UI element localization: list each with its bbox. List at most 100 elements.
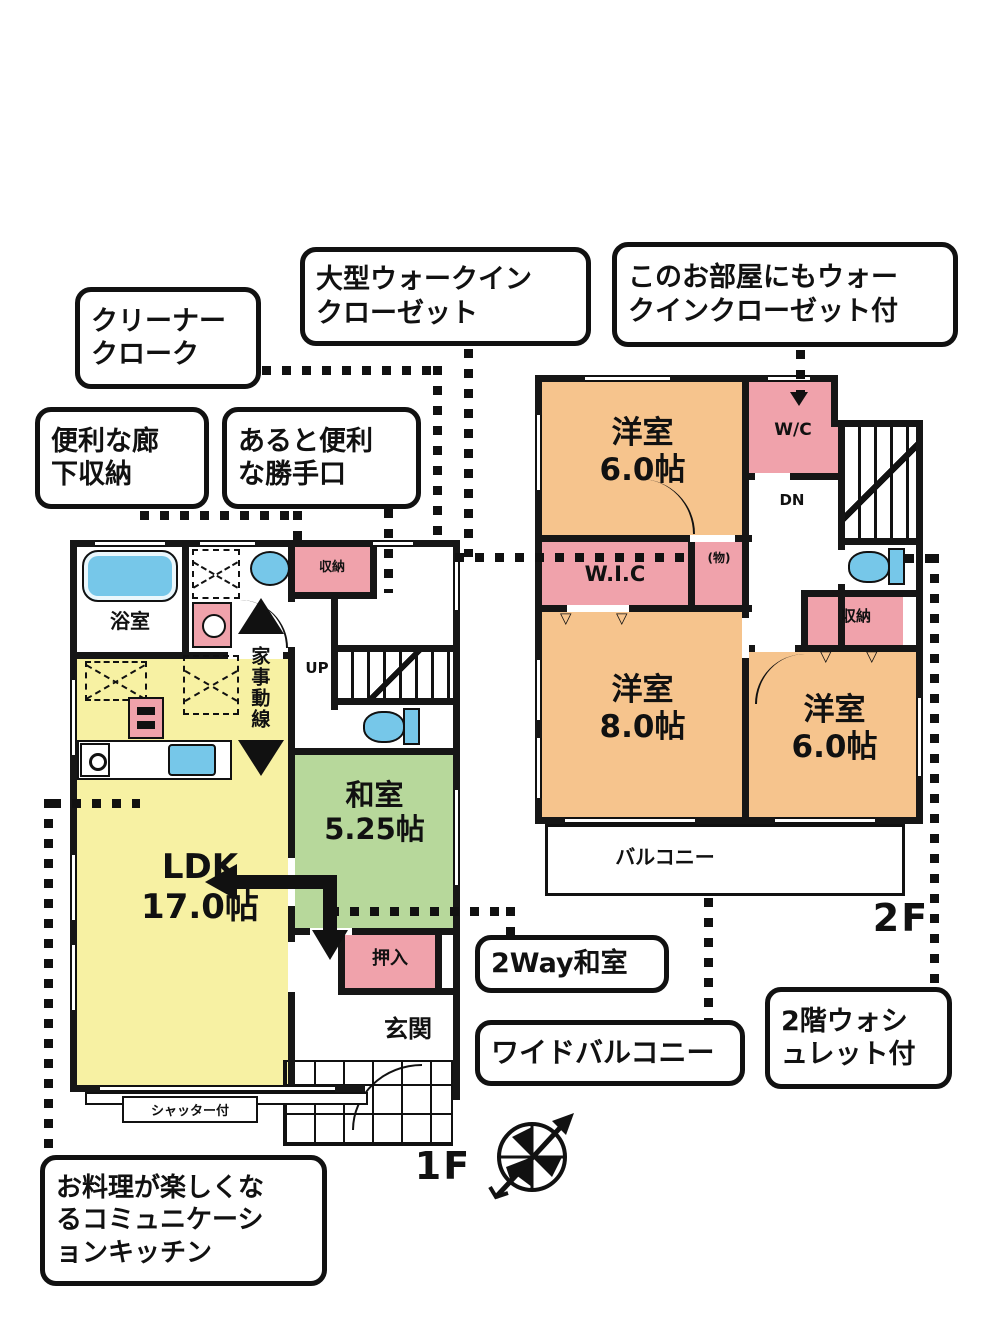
window (453, 790, 460, 885)
callout-text: 大型ウォークイン クローゼット (316, 264, 532, 329)
callout-2way-washitsu: 2Way和室 (475, 935, 669, 993)
toilet-icon (848, 546, 906, 585)
leader-back-door (384, 509, 393, 593)
window (916, 698, 923, 776)
callout-text: クリーナー クローク (91, 305, 226, 370)
wall (801, 590, 808, 645)
window (585, 375, 670, 382)
upper-cabinet-icon (85, 661, 147, 701)
room-1f-oshiire (345, 935, 435, 988)
flow-line-label: 家事動線 (248, 646, 271, 730)
upper-cabinet-icon (183, 655, 239, 715)
door-opening (288, 942, 295, 992)
door-opening (690, 535, 735, 542)
stairs-1f (338, 652, 453, 698)
toilet-icon (363, 706, 421, 745)
room-label: 収納 (318, 560, 345, 575)
wall (831, 375, 838, 427)
window (535, 660, 542, 720)
wall (288, 547, 295, 1092)
back-door (373, 540, 413, 547)
stairs-2f (845, 427, 916, 538)
wall (749, 645, 923, 652)
leader-hall-storage (293, 511, 302, 543)
leader-cleaner-cloak (433, 366, 442, 546)
wall (70, 652, 295, 659)
wall (831, 420, 923, 427)
toilet-bowl (848, 551, 890, 583)
leader-large-wic (464, 349, 473, 557)
room-1f-washitsu (295, 755, 453, 928)
balcony-door (775, 817, 875, 824)
window (453, 560, 460, 610)
wall (801, 590, 923, 597)
wall (182, 547, 189, 652)
toilet-tank (888, 548, 905, 585)
door-opening (755, 473, 790, 480)
callout-communication-kitchen: お料理が楽しくな るコミュニケーシ ョンキッチン (40, 1155, 327, 1286)
wall (535, 605, 752, 612)
window (768, 375, 810, 382)
room-label: LDK 17.0帖 (141, 847, 259, 928)
two-way-elbow-arrow-icon (205, 864, 348, 960)
room-2f-mono-storage (695, 542, 742, 605)
window (200, 540, 255, 547)
callout-text: ワイドバルコニー (491, 1035, 715, 1069)
window (535, 738, 542, 798)
wall (435, 928, 442, 995)
floor2-label: 2F (872, 896, 930, 940)
room-label: DN (779, 491, 805, 509)
room-label: 押入 (372, 948, 408, 969)
room-label: 浴室 (110, 609, 150, 633)
toilet-tank (403, 708, 420, 745)
closet-door-marker-icon: ▽ (616, 609, 628, 627)
leader-room-wic (796, 350, 805, 394)
leader-hall-storage (140, 511, 300, 520)
door-opening (288, 602, 295, 647)
wall (288, 748, 460, 755)
wall (688, 535, 695, 612)
compass-rose-icon (488, 1113, 574, 1200)
room-label: UP (305, 659, 329, 677)
door-opening (838, 550, 845, 584)
wall (370, 547, 377, 599)
stove-icon (80, 743, 110, 777)
kitchen-sink-icon (168, 744, 216, 776)
callout-washlet-2f: 2階ウォシ ュレット付 (765, 987, 952, 1089)
wall (331, 645, 460, 652)
room-label: 洋室 6.0帖 (791, 692, 878, 765)
room-1f-hall-storage (295, 547, 370, 592)
shutter-label: シャッター付 (150, 1104, 229, 1119)
callout-text: 2階ウォシ ュレット付 (781, 1005, 916, 1070)
door-opening (331, 710, 338, 748)
closet-door-marker-icon: ▽ (560, 609, 572, 627)
callout-text: あると便利 な勝手口 (238, 425, 373, 490)
window (535, 415, 542, 490)
closet-door-marker-icon: ▽ (820, 647, 832, 665)
flow-arrow-down-icon (238, 740, 284, 776)
bathtub-icon (82, 550, 178, 602)
leader-2way-washitsu (330, 907, 515, 916)
washing-machine-icon (192, 602, 232, 648)
balcony-label: バルコニー (615, 845, 715, 869)
room-label: 玄関 (384, 1015, 432, 1043)
room-label: 洋室 8.0帖 (599, 672, 686, 745)
burner-mark (89, 753, 107, 771)
room-label: 収納 (840, 607, 871, 625)
callout-large-walkin-closet: 大型ウォークイン クローゼット (300, 247, 591, 346)
leader-washlet (905, 554, 939, 563)
door-opening (755, 645, 795, 652)
room-2f-western-8 (542, 612, 742, 817)
callout-hallway-storage: 便利な廊 下収納 (35, 407, 209, 509)
leader-washlet (930, 554, 939, 988)
door-opening (567, 605, 629, 612)
shutter-label-box: シャッター付 (122, 1096, 258, 1123)
window (100, 1085, 335, 1092)
leader-arrowhead (790, 392, 808, 406)
wall (916, 420, 923, 824)
callout-back-door: あると便利 な勝手口 (222, 407, 421, 509)
room-label: (物) (707, 551, 731, 565)
balcony-door (565, 817, 695, 824)
callout-text: お料理が楽しくな るコミュニケーシ ョンキッチン (56, 1173, 265, 1268)
